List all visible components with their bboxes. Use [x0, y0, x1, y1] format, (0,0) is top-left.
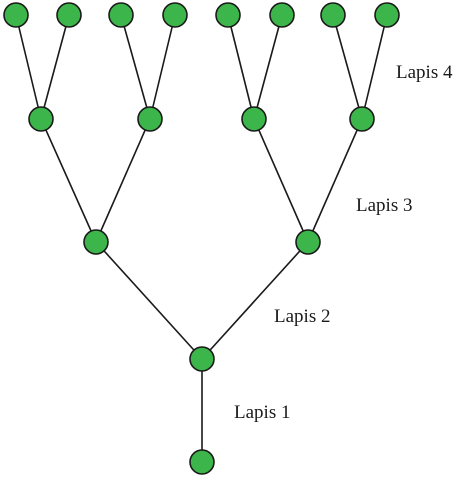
tree-edges [15, 14, 388, 462]
edge-level2-2 [201, 241, 309, 360]
tree-node-level3-2 [137, 106, 163, 132]
edge-level3-1 [40, 118, 97, 243]
level-labels: Lapis 1 Lapis 2 Lapis 3 Lapis 4 [234, 62, 453, 423]
edge-level2-1 [95, 241, 203, 360]
edge-level3-4 [307, 118, 363, 243]
level-label-1: Lapis 1 [234, 402, 290, 423]
tree-node-level3-4 [349, 106, 375, 132]
edge-level4-4 [149, 14, 176, 120]
tree-node-leaf-3 [108, 2, 134, 28]
tree-node-level2-2 [295, 229, 321, 255]
level-label-3: Lapis 3 [356, 195, 412, 216]
tree-node-leaf-1 [3, 2, 29, 28]
edge-level4-6 [253, 14, 283, 120]
tree-node-root [189, 449, 215, 475]
tree-node-leaf-4 [162, 2, 188, 28]
edge-level4-8 [361, 14, 388, 120]
tree-node-leaf-6 [269, 2, 295, 28]
edge-level4-7 [332, 14, 363, 120]
tree-node-level3-1 [28, 106, 54, 132]
tree-nodes [3, 2, 400, 475]
edge-level3-2 [95, 118, 151, 243]
level-label-4: Lapis 4 [396, 62, 453, 83]
edge-level4-1 [15, 14, 42, 120]
tree-node-leaf-2 [56, 2, 82, 28]
tree-node-level2-1 [83, 229, 109, 255]
tree-node-leaf-5 [215, 2, 241, 28]
edge-level4-3 [120, 14, 151, 120]
tree-node-leaf-8 [374, 2, 400, 28]
tree-node-level3-3 [241, 106, 267, 132]
tree-node-leaf-7 [320, 2, 346, 28]
tree-node-branch-point [189, 346, 215, 372]
edge-level4-5 [227, 14, 255, 120]
edge-level4-2 [40, 14, 70, 120]
level-label-2: Lapis 2 [274, 306, 330, 327]
edge-level3-3 [253, 118, 309, 243]
